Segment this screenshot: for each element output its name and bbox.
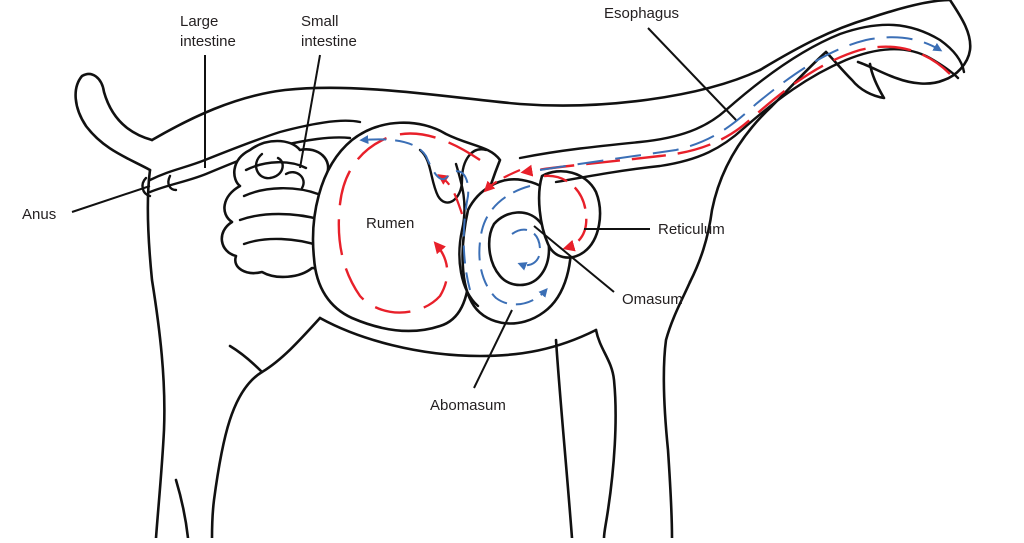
label-abomasum: Abomasum xyxy=(430,397,506,414)
esophagus-lower-wall xyxy=(554,48,960,184)
label-reticulum: Reticulum xyxy=(658,221,725,238)
reticulum-shape xyxy=(537,169,602,259)
food-flow xyxy=(337,36,951,314)
label-esophagus: Esophagus xyxy=(604,5,679,22)
blue-flow-arrow-icon xyxy=(539,36,943,171)
goat-hind-leg xyxy=(146,168,166,540)
goat-tail xyxy=(74,72,154,172)
goat-jaw xyxy=(824,50,886,100)
leader-omasum xyxy=(533,225,615,293)
leader-small-intestine xyxy=(299,54,321,169)
label-large-intestine-line2: intestine xyxy=(180,33,236,50)
labels: Large intestine Small intestine Esophagu… xyxy=(22,5,725,414)
goat-front-leg xyxy=(594,328,617,540)
large-intestine-tube xyxy=(148,119,362,182)
label-anus: Anus xyxy=(22,206,56,223)
omasum-shape xyxy=(487,211,551,287)
goat-chest xyxy=(662,280,692,540)
label-rumen: Rumen xyxy=(366,215,414,232)
red-flow-arrow-icon xyxy=(520,45,951,177)
goat-head xyxy=(856,0,972,85)
goat-back xyxy=(150,68,762,142)
esophagus-upper-wall xyxy=(518,23,966,160)
rumen-shape xyxy=(311,121,502,333)
stomach xyxy=(311,121,602,333)
label-large-intestine-line1: Large xyxy=(180,13,218,30)
label-small-intestine-line1: Small xyxy=(301,13,339,30)
leader-lines xyxy=(71,27,737,389)
goat-belly xyxy=(318,316,598,358)
goat-throat xyxy=(688,50,828,284)
leader-anus xyxy=(71,185,151,213)
label-omasum: Omasum xyxy=(622,291,683,308)
goat-neck-top xyxy=(758,0,952,72)
label-small-intestine-line2: intestine xyxy=(301,33,357,50)
goat-outline xyxy=(74,0,972,540)
leader-esophagus xyxy=(647,27,737,121)
leader-abomasum xyxy=(473,309,513,389)
